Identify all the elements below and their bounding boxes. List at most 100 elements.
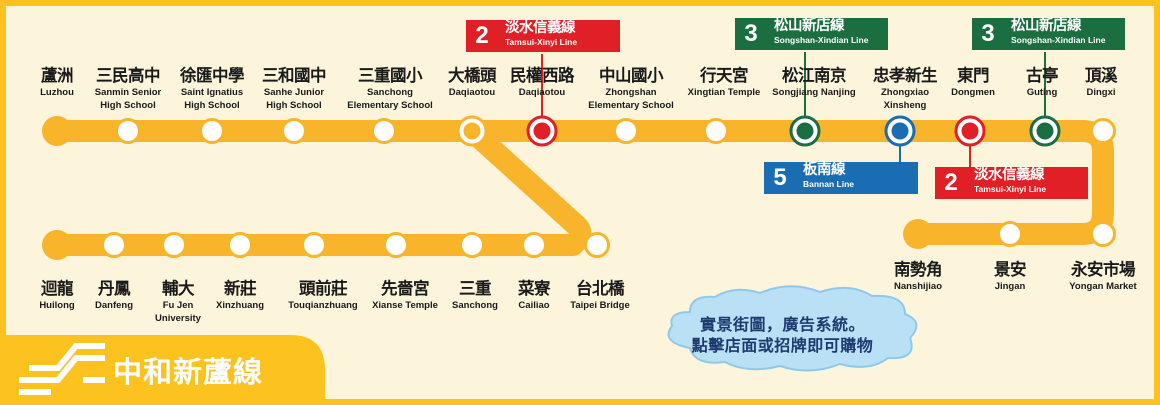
notice-cloud-icon[interactable] [667,285,918,372]
station-dot-danfeng[interactable] [101,232,127,258]
station-dot-yongan-market[interactable] [1090,221,1116,247]
station-name-en: Elementary School [347,99,433,111]
transfer-badge-tamsui-xinyi[interactable]: 2 淡水信義線 Tamsui-Xinyi Line [466,20,620,52]
station-name-en: Daqiaotou [448,86,496,98]
station-name-en: Huilong [39,299,75,311]
station-name-zh: 徐匯中學 [180,66,245,85]
station-dot-zhongshan-elementary[interactable] [613,118,639,144]
station-dot-minquan-w-rd[interactable] [526,115,558,147]
transfer-line-name-en: Songshan-Xindian Line [774,35,869,45]
station-name-en: Xingtian Temple [687,86,761,98]
station-dot-sanmin-senior-high[interactable] [115,118,141,144]
transfer-badge-songshan-xindian-1[interactable]: 3 松山新店線 Songshan-Xindian Line [735,18,888,50]
station-name-en: Xinzhuang [215,299,265,311]
transfer-line-name: 松山新店線 [774,18,845,34]
station-name-en: High School [184,99,240,111]
station-dot-sanhe-junior-high[interactable] [281,118,307,144]
station-name-en: Danfeng [95,299,133,311]
station-dot-daqiaotou[interactable] [456,115,488,147]
station-name-zh: 新莊 [224,279,257,298]
station-name-en: University [155,312,201,324]
notice-line-2: 點擊店面或招牌即可購物 [691,336,874,355]
station-dot-sanchong[interactable] [459,232,485,258]
station-dot-guting[interactable] [1029,115,1061,147]
station-dot-st-ignatius[interactable] [199,118,225,144]
transfer-line-number: 3 [981,20,995,47]
transfer-line-name: 板南線 [803,162,846,178]
notice-text[interactable]: 實景街圖，廣告系統。 點擊店面或招牌即可購物 [655,314,910,356]
station-name-zh: 三和國中 [262,66,327,85]
transfer-line-name-en: Tamsui-Xinyi Line [505,37,578,47]
station-dot-sanchong-elementary[interactable] [371,118,397,144]
station-dot-dingxi[interactable] [1090,118,1116,144]
station-dot-dongmen[interactable] [954,115,986,147]
transfer-badge-songshan-xindian-2[interactable]: 3 松山新店線 Songshan-Xindian Line [972,18,1125,50]
station-name-en: Jingan [994,280,1026,292]
station-dot-jingan[interactable] [997,221,1023,247]
station-name-zh: 松江南京 [781,66,847,85]
station-dot-touqianzhuang[interactable] [301,232,327,258]
station-name-zh: 行天宮 [699,66,748,85]
station-name-en: Zhongxiao [880,86,930,98]
station-dot-cailiao[interactable] [521,232,547,258]
station-dot-xianse-temple[interactable] [383,232,409,258]
station-dot-huilong[interactable] [42,230,72,260]
station-dot-luzhou[interactable] [42,116,72,146]
transfer-badge-bannan[interactable]: 5 板南線 Bannan Line [764,162,918,194]
transfer-line-number: 2 [475,22,489,49]
station-name-zh: 輔大 [162,279,194,298]
station-dot-nanshijiao[interactable] [903,219,933,249]
station-name-en: Yongan Market [1069,280,1137,292]
station-name-en: High School [100,99,156,111]
transfer-line-name: 淡水信義線 [505,20,576,36]
station-dot-xingtian-temple[interactable] [703,118,729,144]
transfer-line-name: 淡水信義線 [974,167,1045,183]
station-name-en: Xinsheng [883,99,927,111]
station-dot-taipei-bridge[interactable] [584,232,610,258]
station-name-zh: 古亭 [1026,66,1059,85]
station-dot-zhongxiao-xinsheng[interactable] [884,115,916,147]
station-dot-songjiang-nanjing[interactable] [789,115,821,147]
transfer-line-name-en: Bannan Line [803,179,855,189]
station-name-en: Songjiang Nanjing [772,86,856,98]
station-name-en: Saint Ignatius [180,86,244,98]
station-name-en: Cailiao [518,299,550,311]
station-dot-fu-jen-university[interactable] [161,232,187,258]
station-name-en: Luzhou [40,86,74,98]
transfer-badge-tamsui-xinyi-2[interactable]: 2 淡水信義線 Tamsui-Xinyi Line [935,167,1088,199]
station-name-en: Dongmen [951,86,995,98]
station-name-en: Daqiaotou [518,86,566,98]
station-dot-xinzhuang[interactable] [227,232,253,258]
station-name-zh: 東門 [957,66,989,85]
station-name-en: Sanchong [367,86,413,98]
